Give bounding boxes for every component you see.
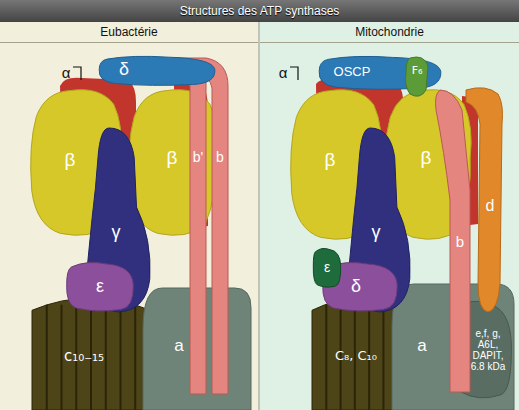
organism-panel: Eubactérie δ β β b' b γ ε c₁₀₋₁₅ a — [0, 22, 258, 410]
c-ring-stripe — [46, 305, 48, 410]
subunit-label: δ — [119, 60, 129, 80]
subunit-callout: α — [279, 64, 288, 81]
subunit-shape — [404, 56, 430, 98]
title-bar: Structures des ATP synthases — [0, 0, 519, 22]
subunit-label: δ — [351, 277, 361, 297]
epsilon-subunit: ε — [66, 262, 134, 312]
leader-line — [73, 67, 81, 80]
subunit-label: a — [174, 337, 183, 356]
subunit-label: b — [216, 150, 224, 165]
subunit-outline — [99, 56, 215, 85]
subunit-outline — [453, 301, 512, 398]
subunit-label: β — [421, 148, 432, 169]
subunit-outline — [392, 284, 514, 410]
subunit-label: c₁₀₋₁₅ — [64, 348, 104, 365]
figure-title: Structures des ATP synthases — [180, 4, 340, 18]
alpha-subunit — [174, 82, 208, 230]
subunit-label: ε — [96, 277, 104, 297]
subunit-label: γ — [112, 223, 121, 243]
d-subunit: d — [466, 84, 504, 314]
f6-subunit: F₆ — [404, 56, 430, 98]
c-ring-stripe — [134, 305, 136, 410]
subunit-label: a — [417, 337, 426, 356]
subunit-outline — [67, 263, 134, 311]
subunit-label: γ — [372, 223, 381, 243]
subunit-shape — [436, 90, 472, 395]
subunit-outline — [406, 57, 429, 96]
subunit-label: d — [486, 197, 495, 215]
subunit-label: C₈, C₁₀ — [335, 349, 377, 363]
b-stalk: b — [436, 90, 472, 395]
subunit-label: e,f, g, A6L, DAPIT, 6.8 kDa — [465, 328, 511, 372]
subunit-callout: α — [62, 64, 71, 81]
panel-heading: Mitochondrie — [260, 22, 519, 43]
subunit-outline — [143, 288, 251, 410]
subunit-shape — [150, 62, 208, 397]
subunit-label: β — [65, 150, 76, 171]
alpha-subunit — [60, 78, 136, 232]
c-ring-stripe — [105, 305, 107, 410]
subunit-label: F₆ — [412, 65, 423, 77]
subunit-label: ε — [324, 260, 330, 275]
c-ring-stripe — [61, 305, 63, 410]
subunit-outline — [313, 248, 340, 287]
subunit-label: β — [325, 150, 336, 171]
subunit-label: β — [167, 148, 178, 169]
c-ring-stripe — [120, 305, 122, 410]
organism-panel: MitochondrieOSCP F₆ β β d b γ ε δC₈, C₁₀ a e,f, g,… — [260, 22, 519, 410]
c-ring: c₁₀₋₁₅ — [32, 298, 150, 410]
subunit-shape — [466, 84, 504, 314]
subunit-label: b' — [193, 150, 203, 165]
subunit-shape — [98, 56, 216, 86]
subunit-label: b — [456, 234, 464, 251]
subunit-outline — [323, 263, 397, 311]
subunit-outline — [32, 298, 150, 410]
b-prime-stalk: b' — [150, 62, 208, 397]
subunit-label: OSCP — [334, 65, 371, 79]
panel-heading: Eubactérie — [0, 22, 258, 43]
alpha-subunit — [316, 79, 404, 230]
c-ring-stripe — [325, 305, 327, 410]
leader-line — [290, 67, 298, 80]
epsilon-subunit: ε — [313, 248, 341, 288]
alpha-subunit — [462, 96, 478, 226]
delta-subunit: δ — [98, 56, 216, 86]
c-ring-stripe — [382, 305, 384, 410]
